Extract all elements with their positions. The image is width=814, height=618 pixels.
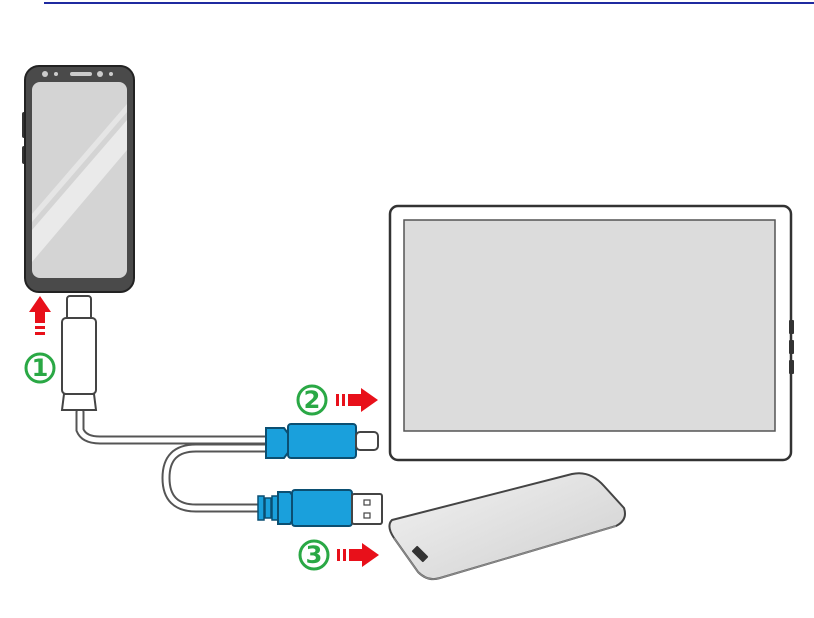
power-bank-icon: [388, 472, 626, 581]
arrow-right-icon: [336, 388, 378, 412]
step-2-marker: 2: [296, 384, 378, 416]
arrow-right-icon: [337, 543, 379, 567]
step-2-number: 2: [304, 386, 321, 414]
step-2-circle: [296, 384, 328, 416]
step-3-marker: 3: [298, 539, 379, 571]
usb-c-splitter-cable-icon: [60, 295, 383, 527]
step-3-circle: [298, 539, 330, 571]
step-1-number: 1: [32, 354, 49, 382]
step-3-number: 3: [306, 541, 323, 569]
portable-monitor-icon: [388, 204, 794, 462]
step-1-marker: 1: [24, 296, 56, 384]
step-1-circle: [24, 352, 56, 384]
usb-a-strain-relief: [257, 495, 279, 521]
arrow-up-icon: [29, 296, 51, 335]
smartphone-icon: [22, 65, 135, 293]
